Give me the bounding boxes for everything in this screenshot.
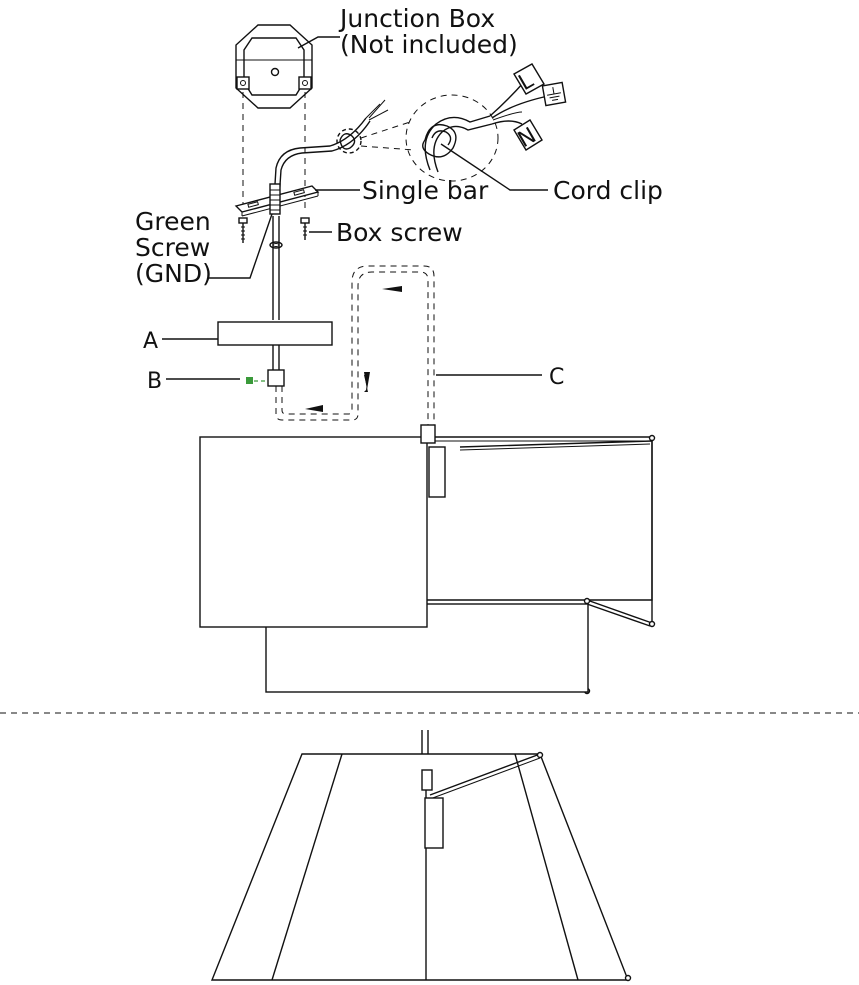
cord-clip-small [336,128,362,154]
green-screw-label-2: Screw [135,233,210,262]
wire-tag-l: L [513,63,545,96]
single-bar-label: Single bar [362,176,489,205]
connector-b [246,369,285,387]
canopy-a [217,321,333,346]
box-screw-right [300,217,310,240]
green-screw-label-1: Green [135,207,211,236]
cord-route [275,265,435,428]
ground-icon [547,87,561,101]
box-screw-left [238,217,248,243]
box-screw-label: Box screw [336,218,463,247]
single-bar [234,183,320,217]
junction-box-note: (Not included) [340,30,518,59]
green-screw-label-3: (GND) [135,259,212,288]
junction-box [235,24,313,109]
part-b-label: B [147,369,162,394]
cord-clip-label: Cord clip [553,176,663,205]
part-a-label: A [143,329,158,354]
fixture-side-view [210,730,632,982]
stem [269,216,283,320]
part-c-label: C [549,365,564,390]
wire-tag-n: N [513,119,543,153]
supply-cord [273,99,389,201]
junction-box-label: Junction Box [338,4,495,33]
ground-tag [541,81,567,107]
fixture-assembled [199,424,656,695]
ground-wire-end [246,377,253,384]
